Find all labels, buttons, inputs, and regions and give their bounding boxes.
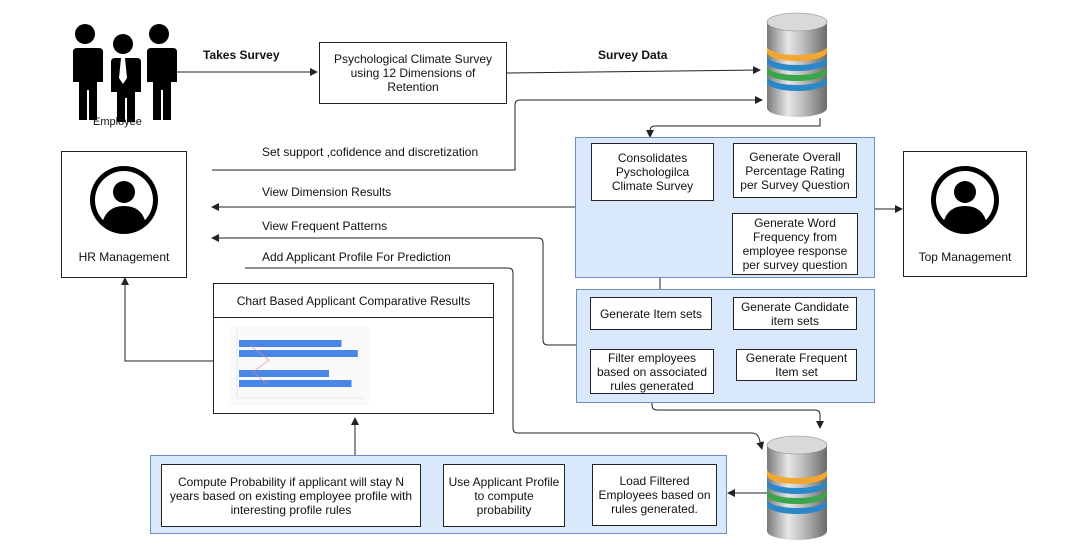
filter-employees-box[interactable]: Filter employees based on associated rul… [590,349,714,394]
use-profile-text: Use Applicant Profile to compute probabi… [448,474,560,517]
view-patterns-label: View Frequent Patterns [262,219,388,233]
employee-label: Employee [93,116,142,128]
database-icon-bottom [766,435,828,540]
word-frequency-box[interactable]: Generate Word Frequency from employee re… [732,213,858,275]
use-profile-box[interactable]: Use Applicant Profile to compute probabi… [443,464,565,527]
survey-data-label: Survey Data [598,48,668,62]
candidate-text: Generate Candidate item sets [740,299,850,328]
top-management-box[interactable]: Top Management [903,151,1027,277]
mini-chart-bar [239,370,329,377]
item-sets-text: Generate Item sets [599,306,703,321]
edge-survey-data [506,66,761,75]
survey-box[interactable]: Psychological Climate Survey using 12 Di… [319,42,507,104]
edge-filter-to-db [651,395,824,429]
filter-employees-text: Filter employees based on associated rul… [596,350,708,393]
survey-box-text: Psychological Climate Survey using 12 Di… [333,52,493,94]
person-avatar-icon [90,166,158,234]
employees-group-icon [71,24,177,122]
chart-results-box[interactable]: Chart Based Applicant Comparative Result… [213,283,494,414]
candidate-box[interactable]: Generate Candidate item sets [733,297,857,330]
mini-chart-thumbnail [229,326,369,406]
mini-chart-bar [239,350,358,357]
view-dimension-label: View Dimension Results [262,185,392,199]
top-management-label: Top Management [918,250,1012,264]
mini-chart-bar [239,380,352,387]
takes-survey-label: Takes Survey [203,48,280,62]
frequent-itemset-text: Generate Frequent Item set [745,351,848,379]
compute-probability-text: Compute Probability if applicant will st… [169,474,413,517]
compute-probability-box[interactable]: Compute Probability if applicant will st… [161,464,421,527]
frequent-itemset-box[interactable]: Generate Frequent Item set [736,349,857,381]
database-icon-top [766,12,828,117]
item-sets-box[interactable]: Generate Item sets [590,297,712,330]
edge-db-to-panel [646,118,821,138]
hr-management-box[interactable]: HR Management [61,151,187,278]
overall-rating-box[interactable]: Generate Overall Percentage Rating per S… [733,143,857,198]
overall-rating-text: Generate Overall Percentage Rating per S… [740,149,850,192]
edge-chart-to-hr [121,277,213,362]
add-profile-label: Add Applicant Profile For Prediction [262,250,451,264]
edge-view-patterns [211,234,580,346]
word-frequency-text: Generate Word Frequency from employee re… [742,216,848,272]
edge-set-support [212,96,763,171]
load-filtered-text: Load Filtered Employees based on rules g… [598,474,711,516]
load-filtered-box[interactable]: Load Filtered Employees based on rules g… [592,464,717,526]
edge-add-profile [245,267,765,450]
consolidates-box[interactable]: Consolidates Pyschologilca Climate Surve… [591,143,714,201]
person-avatar-icon [931,166,999,234]
consolidates-text: Consolidates Pyschologilca Climate Surve… [611,151,694,193]
mini-chart-bar [239,340,342,347]
chart-results-title: Chart Based Applicant Comparative Result… [214,284,493,318]
set-support-label: Set support ,cofidence and discretizatio… [262,145,479,159]
hr-management-label: HR Management [78,250,170,264]
